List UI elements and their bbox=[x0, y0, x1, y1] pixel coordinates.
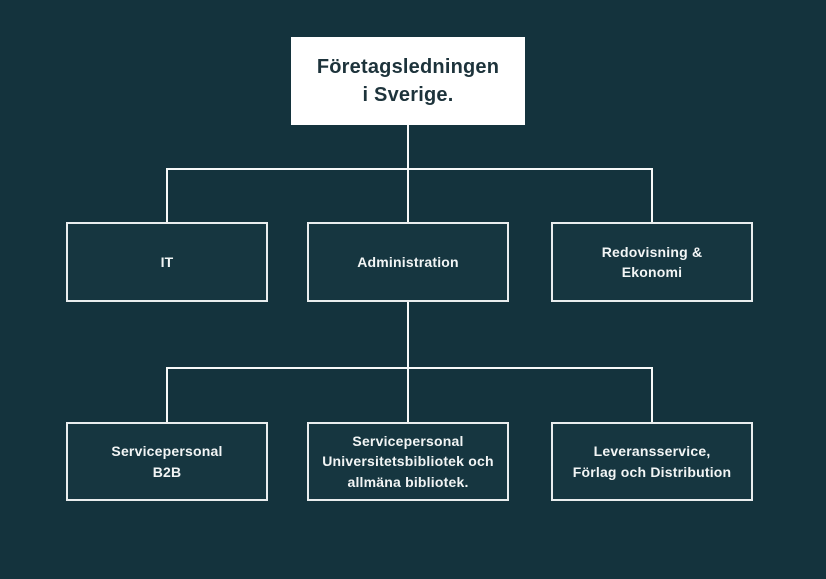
connector-administration-stem bbox=[407, 302, 409, 368]
connector-drop-service-bibliotek bbox=[407, 368, 409, 422]
connector-drop-administration bbox=[407, 169, 409, 222]
node-leveransservice: Leveransservice, Förlag och Distribution bbox=[551, 422, 753, 501]
node-administration: Administration bbox=[307, 222, 509, 302]
node-redovisning-ekonomi: Redovisning & Ekonomi bbox=[551, 222, 753, 302]
connector-drop-leveransservice bbox=[651, 368, 653, 422]
node-servicepersonal-b2b-label: Servicepersonal B2B bbox=[111, 443, 223, 480]
connector-level3-horizontal bbox=[166, 367, 653, 369]
connector-drop-service-b2b bbox=[166, 368, 168, 422]
node-it: IT bbox=[66, 222, 268, 302]
connector-level2-horizontal bbox=[166, 168, 653, 170]
node-leveransservice-label: Leveransservice, Förlag och Distribution bbox=[572, 443, 732, 480]
node-administration-label: Administration bbox=[357, 253, 459, 270]
connector-root-stem bbox=[407, 125, 409, 169]
node-it-label: IT bbox=[160, 253, 174, 270]
node-foretagsledningen-label: Företagsledningen i Sverige. bbox=[316, 56, 500, 106]
node-foretagsledningen: Företagsledningen i Sverige. bbox=[291, 37, 525, 125]
node-redovisning-ekonomi-label: Redovisning & Ekonomi bbox=[601, 243, 703, 280]
connector-drop-it bbox=[166, 169, 168, 222]
node-servicepersonal-b2b: Servicepersonal B2B bbox=[66, 422, 268, 501]
node-servicepersonal-bibliotek-label: Servicepersonal Universitetsbibliotek oc… bbox=[322, 433, 494, 490]
connector-drop-redovisning bbox=[651, 169, 653, 222]
node-servicepersonal-bibliotek: Servicepersonal Universitetsbibliotek oc… bbox=[307, 422, 509, 501]
